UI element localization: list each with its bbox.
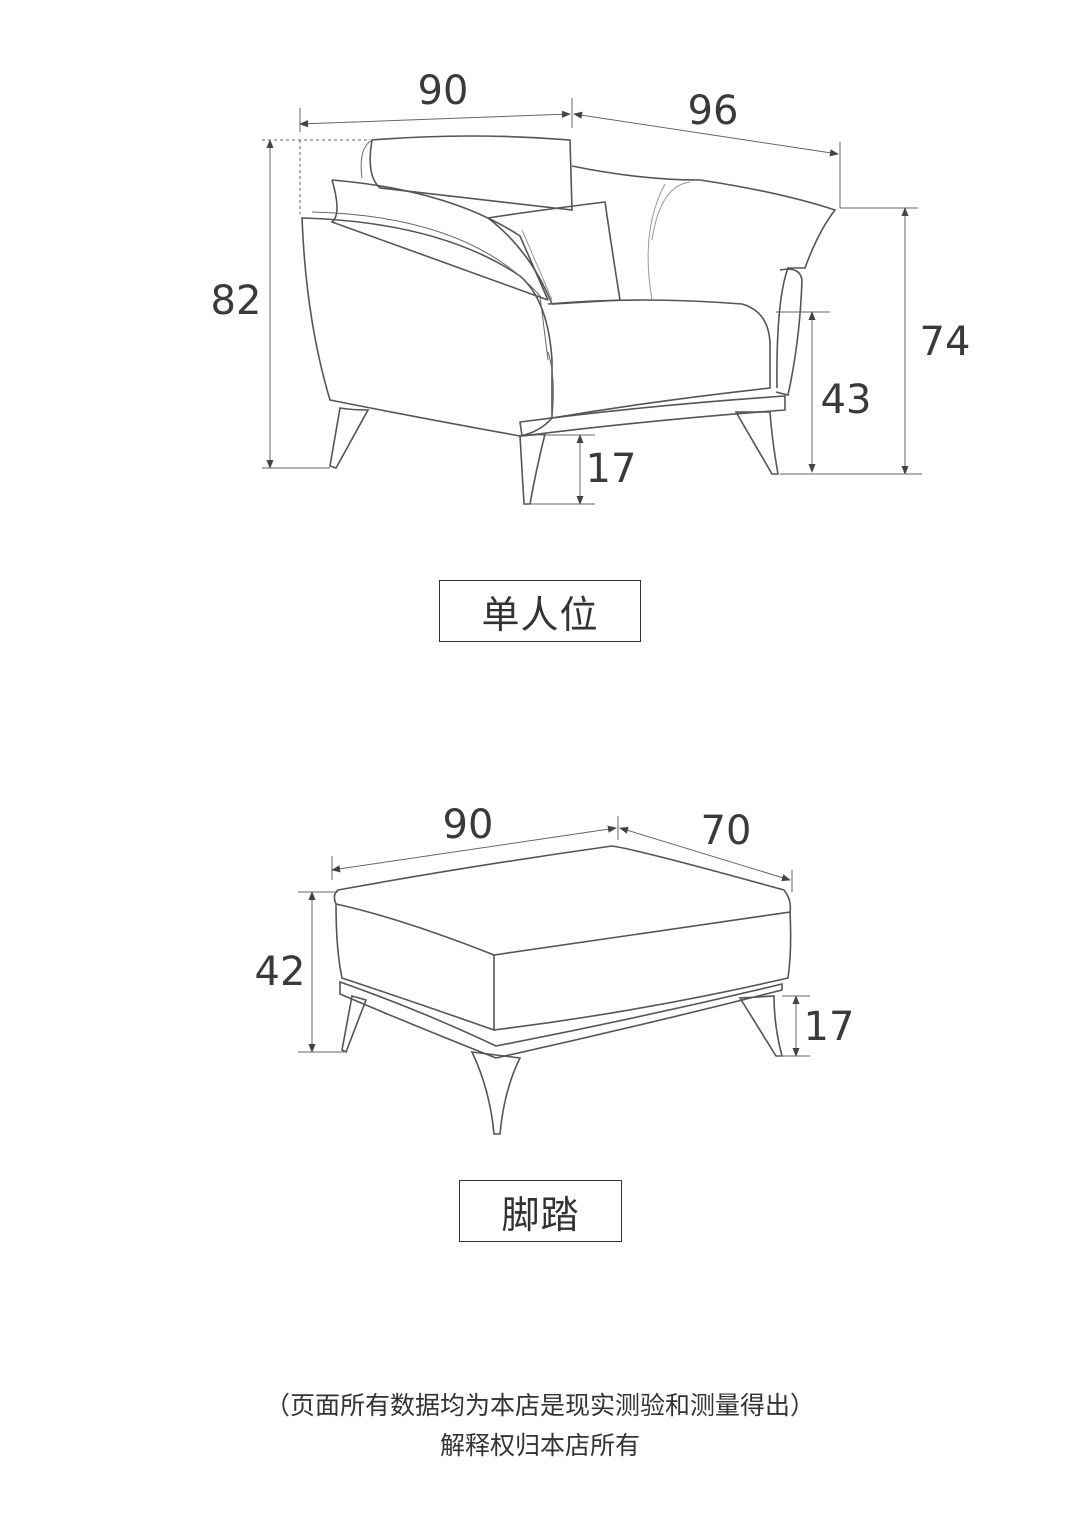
armchair-dimensions: 90 96 82 74 43 17: [211, 68, 971, 505]
armchair-height-label: 82: [211, 278, 262, 324]
armchair-leg-height-label: 17: [586, 446, 637, 492]
armchair-depth-label: 96: [688, 88, 739, 134]
ottoman-depth-label: 70: [701, 808, 752, 854]
ottoman-height-label: 42: [255, 949, 306, 995]
ottoman-dimensions: 90 70 42 17: [255, 802, 855, 1057]
ottoman-name-box: 脚踏: [459, 1180, 622, 1242]
ottoman-leg-height-label: 17: [804, 1004, 855, 1050]
ottoman-width-label: 90: [443, 802, 494, 848]
armchair-back-height-label: 74: [920, 319, 971, 365]
armchair-name-box: 单人位: [439, 580, 641, 642]
footer-rights: 解释权归本店所有: [439, 1431, 640, 1460]
armchair-seat-height-label: 43: [821, 377, 872, 423]
armchair-drawing: [301, 135, 837, 505]
ottoman-drawing: [333, 845, 792, 1135]
footer-disclaimer: （页面所有数据均为本店是现实测验和测量得出）: [264, 1391, 815, 1420]
armchair-width-label: 90: [418, 68, 469, 114]
